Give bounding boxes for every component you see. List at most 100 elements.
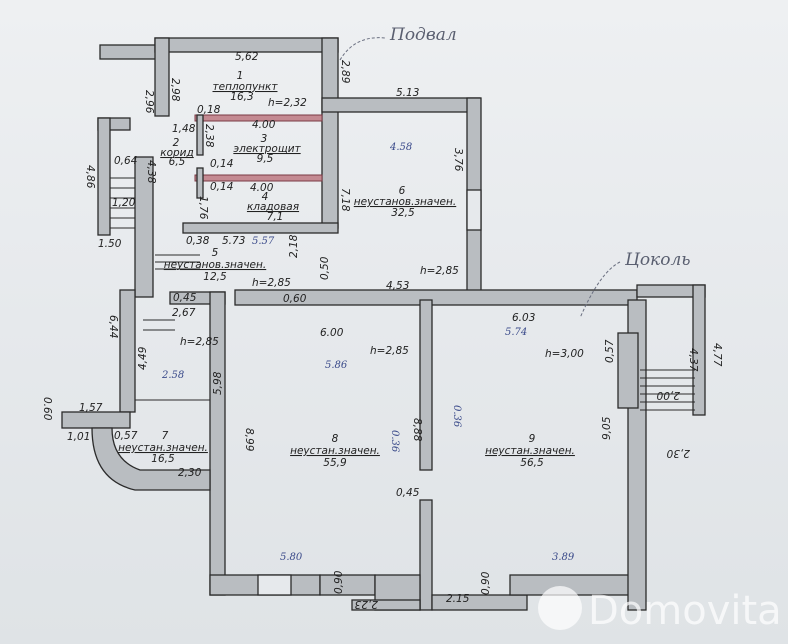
- partitions: [135, 114, 323, 401]
- handwritten-mark: 0.36: [451, 405, 462, 428]
- room-7-area: 16,5: [151, 453, 175, 465]
- dimension-label: 4.00: [250, 182, 274, 194]
- room-3-name: электрощит: [233, 143, 301, 155]
- dimension-label: 5.13: [396, 87, 419, 99]
- dimension-label: 1,48: [172, 123, 196, 135]
- dimension-label: 0,90: [480, 571, 492, 595]
- dimension-label: 5.73: [222, 235, 245, 247]
- room-1-area: 16,3: [230, 91, 253, 103]
- room-4-number: 4: [262, 191, 269, 203]
- dimension-label: 1,57: [79, 402, 103, 414]
- room-9-number: 9: [529, 433, 536, 445]
- dimension-label: 1.50: [98, 238, 122, 250]
- dimension-label: 0,14: [210, 158, 233, 170]
- height-label: h=2,85: [180, 336, 219, 348]
- dimension-label: 0,45: [396, 487, 420, 499]
- handwritten-mark: 2.58: [161, 370, 184, 381]
- room-5-area: 12,5: [203, 271, 227, 283]
- dimension-label: 9,05: [601, 416, 613, 440]
- room-6-name: неустанов.значен.: [354, 196, 456, 208]
- room-8-name: неустан.значен.: [290, 445, 380, 457]
- dimension-label: 2,67: [172, 307, 196, 319]
- dimension-label: 0,18: [197, 104, 221, 116]
- room-4-area: 7,1: [267, 211, 284, 223]
- room-5-number: 5: [212, 247, 219, 259]
- height-label: h=2,85: [252, 277, 291, 289]
- dimension-label: 2,89: [339, 60, 351, 84]
- handwritten-mark: 5.74: [505, 327, 527, 338]
- handwritten-basement-label: Подвал: [389, 25, 457, 45]
- dimension-label: 6.00: [320, 327, 344, 339]
- dimension-label: 3,76: [452, 148, 464, 172]
- dimension-label: 2,00: [656, 389, 680, 401]
- room-4-name: кладовая: [247, 201, 299, 213]
- ceiling-heights: h=2,32 h=2,85 h=2,85 h=2,85 h=2,85 h=3,0…: [180, 97, 584, 360]
- dimension-label: 0,57: [604, 339, 616, 363]
- dimension-label: 6.03: [512, 312, 535, 324]
- dimension-label: 2,23: [355, 598, 378, 610]
- handwritten-plinth-label: Цоколь: [624, 250, 691, 270]
- room-2-area: 6,5: [169, 156, 186, 168]
- walls: [61, 37, 706, 611]
- room-6-number: 6: [399, 185, 406, 197]
- dimension-label: 4.00: [252, 119, 276, 131]
- watermark: Domovita: [538, 586, 782, 634]
- handwritten-mark: 3.89: [552, 552, 575, 563]
- height-label: h=2,32: [268, 97, 307, 109]
- dimension-label: 4,53: [386, 280, 409, 292]
- dimension-label: 0,45: [173, 292, 197, 304]
- dimensions: 5,62 2,96 2,98 2,89 5.13 0,18 1,48 4.00 …: [41, 51, 723, 610]
- dimension-label: 0,60: [283, 293, 307, 305]
- room-7-name: неустан.значен.: [118, 442, 208, 454]
- handwritten-mark: 5.86: [325, 360, 348, 371]
- room-9-name: неустан.значен.: [485, 445, 575, 457]
- room-3-number: 3: [261, 133, 268, 145]
- watermark-text: Domovita: [588, 588, 782, 634]
- dimension-label: 4,38: [145, 160, 157, 184]
- dimension-label: 0.60: [41, 397, 53, 421]
- stairs: [110, 177, 695, 411]
- dimension-label: 4,77: [711, 343, 723, 367]
- dimension-label: 1,76: [197, 196, 209, 220]
- room-3-area: 9,5: [257, 153, 274, 165]
- dimension-label: 0,14: [210, 181, 233, 193]
- room-8-number: 8: [332, 433, 339, 445]
- dimension-label: 2,98: [169, 78, 181, 102]
- dimension-label: 4,49: [137, 346, 149, 370]
- handwritten-mark: 4.58: [389, 142, 412, 153]
- dimension-label: 2.15: [446, 593, 470, 605]
- dimension-label: 1,01: [67, 431, 90, 443]
- dimension-label: 5,98: [212, 371, 224, 395]
- dimension-label: 4,86: [84, 165, 96, 189]
- dimension-label: 2,96: [143, 90, 155, 114]
- dimension-label: 2,18: [288, 234, 300, 258]
- dimension-label: 1,20: [112, 197, 136, 209]
- room-5-name: неустанов.значен.: [164, 259, 266, 271]
- dimension-label: 4,37: [687, 348, 699, 372]
- dimension-label: 7,18: [339, 188, 351, 212]
- dimension-label: 0,64: [114, 155, 137, 167]
- dimension-label: 0,57: [114, 430, 138, 442]
- room-labels: 1 теплопункт 16,3 2 корид 6,5 3 электрощ…: [118, 70, 575, 469]
- height-label: h=2,85: [370, 345, 409, 357]
- room-9-area: 56,5: [520, 457, 544, 469]
- height-label: h=2,85: [420, 265, 459, 277]
- handwritten-mark: 5.80: [280, 552, 303, 563]
- watermark-logo-icon: [538, 586, 582, 630]
- room-2-name: корид: [160, 147, 194, 159]
- room-2-number: 2: [173, 137, 180, 149]
- room-6-area: 32,5: [391, 207, 415, 219]
- dimension-label: 8,99: [243, 428, 255, 452]
- room-7-number: 7: [162, 430, 169, 442]
- room-1-name: теплопункт: [213, 81, 279, 93]
- room-8-area: 55,9: [323, 457, 347, 469]
- room-1-number: 1: [237, 70, 244, 82]
- height-label: h=3,00: [545, 348, 584, 360]
- dimension-label: 0,38: [186, 235, 210, 247]
- dimension-label: 0,50: [319, 256, 331, 280]
- dimension-label: 2,38: [203, 124, 215, 148]
- handwritten-mark: 0.36: [389, 430, 400, 453]
- handwritten-mark: 5.57: [252, 236, 275, 247]
- dimension-label: 5,62: [235, 51, 259, 63]
